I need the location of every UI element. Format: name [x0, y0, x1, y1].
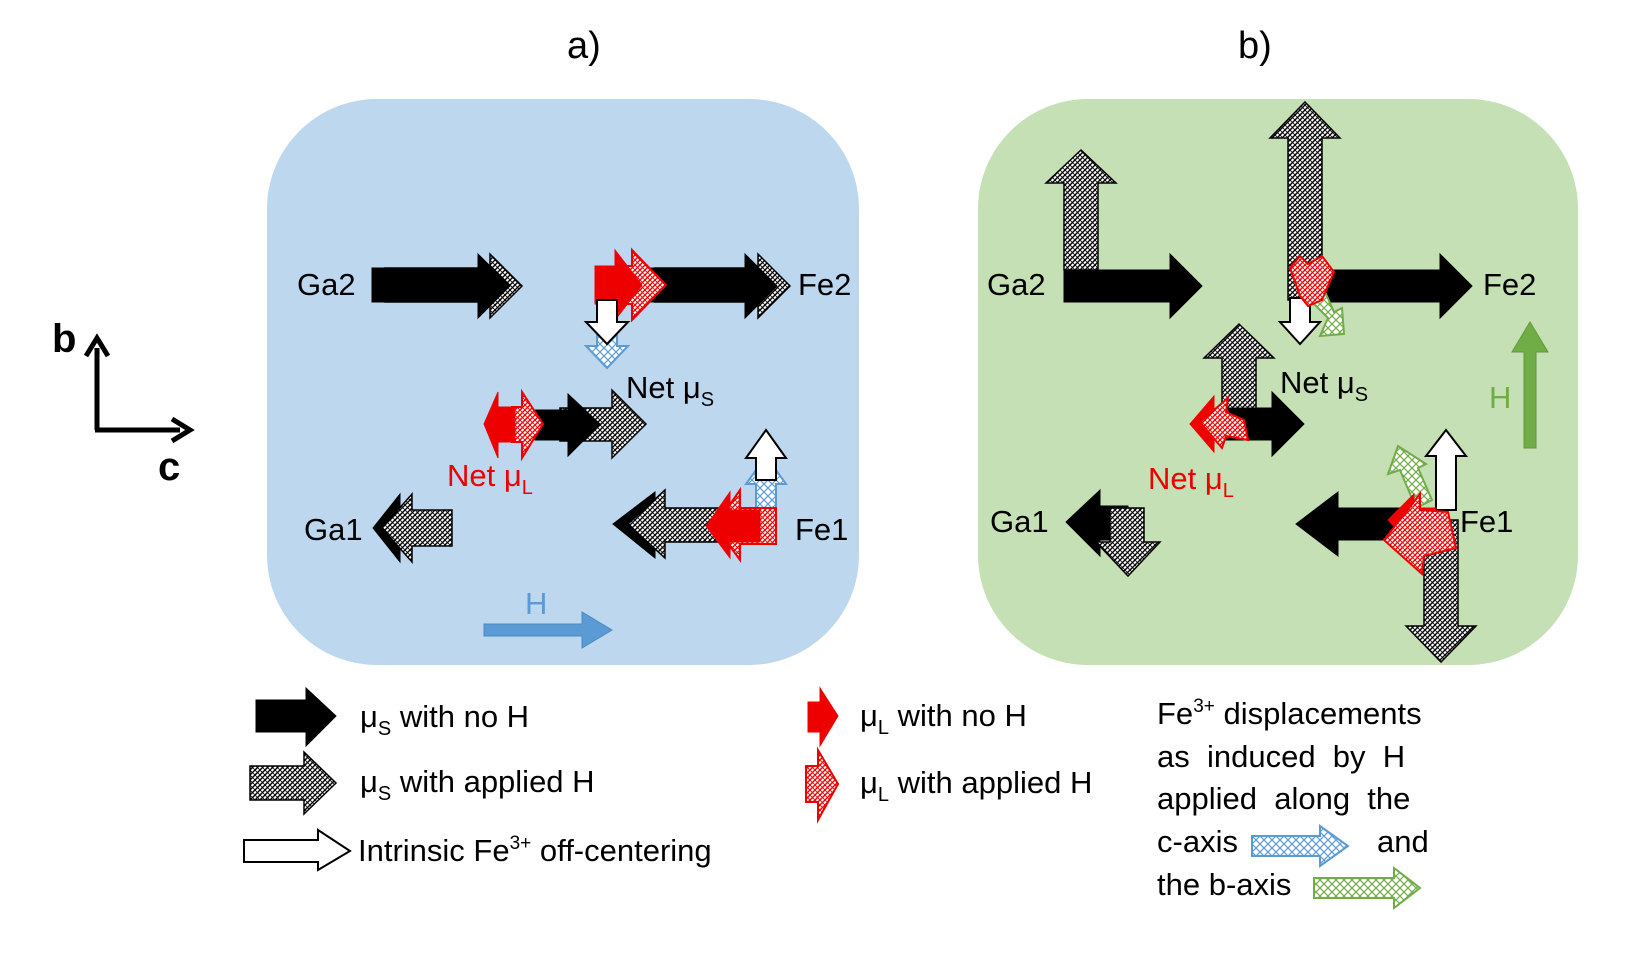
legend-b-axis-disp-arrow [1313, 865, 1422, 911]
legend-fe-disp-b-axis: the b-axis [1157, 867, 1291, 902]
legend-mu-s-1: μ [360, 699, 378, 734]
net-spin-applied-arrow-b [1202, 322, 1276, 413]
legend-orbital-no-h-label: μL with no H [860, 698, 1027, 739]
net-spin-arrow [534, 392, 601, 458]
field-a-arrow [483, 611, 613, 649]
net-mul-sub: L [522, 477, 533, 499]
legend-intrinsic-arrow [243, 828, 352, 872]
legend-mu-s-2: μ [360, 764, 378, 799]
legend-sub-s-2: S [378, 783, 391, 805]
fe2-label: Fe2 [798, 267, 851, 302]
fe1-intrinsic-offcenter-arrow-b [1423, 428, 1469, 511]
fe2-orbital-applied-arrow-b [1288, 254, 1336, 308]
fe2-intrinsic-offcenter-arrow [583, 299, 631, 346]
legend-sub-s-1: S [378, 718, 391, 740]
fe1-intrinsic-offcenter-arrow [744, 428, 788, 481]
ga1-spin-applied-arrow [380, 492, 453, 564]
legend-spin-h-text: with applied H [391, 764, 594, 799]
legend-spin-h-label: μS with applied H [360, 764, 595, 805]
ga2-label: Ga2 [297, 267, 356, 302]
ga1-label: Ga1 [304, 512, 363, 547]
net-mus-label-b: Net μS [1280, 365, 1368, 406]
net-mus-sub: S [701, 389, 714, 411]
fe1-spin-applied-arrow-b [1404, 519, 1478, 664]
axis-c-label: c [158, 445, 180, 489]
legend-orbital-h-arrow [805, 746, 840, 824]
ga1-spin-applied-arrow-b [1094, 507, 1162, 578]
legend: μS with no H μS with applied H Intrinsic… [243, 686, 1429, 911]
legend-spin-no-h-label: μS with no H [360, 699, 529, 740]
ga2-label-b: Ga2 [987, 267, 1046, 302]
legend-sub-l-2: L [878, 784, 889, 806]
fe2-spin-arrow [639, 252, 778, 320]
legend-fe-disp-line2: as induced by H [1157, 739, 1405, 774]
legend-orbital-h-text: with applied H [889, 765, 1092, 800]
net-mus-text-b: Net μ [1280, 365, 1355, 400]
legend-fe-disp-line3: applied along the [1157, 781, 1410, 816]
legend-fe-disp-and: and [1377, 824, 1429, 859]
net-mul-text-b: Net μ [1148, 461, 1223, 496]
legend-c-axis-disp-arrow [1251, 824, 1350, 868]
legend-intrinsic-sup: 3+ [510, 833, 532, 854]
panel-a-background [267, 99, 859, 665]
net-mus-text: Net μ [626, 370, 701, 405]
fe2-label-b: Fe2 [1483, 267, 1536, 302]
legend-fe-disp-c-axis: c-axis [1157, 824, 1238, 859]
net-mus-label: Net μS [626, 370, 714, 411]
legend-spin-no-h-text: with no H [391, 699, 529, 734]
net-mul-label-b: Net μL [1148, 461, 1234, 502]
legend-mu-l-1: μ [860, 698, 878, 733]
fe2-b-displacement-arrow-b [1308, 292, 1346, 338]
ga2-spin-arrow-b [1063, 252, 1203, 320]
field-b-arrow [1511, 321, 1549, 449]
panel-a: Ga2 Fe2 Net μS Net μL Ga1 Fe1 H [267, 99, 859, 665]
legend-intrinsic-pre: Intrinsic Fe [358, 833, 510, 868]
ga2-spin-arrow [371, 252, 511, 320]
net-orbital-applied-arrow-b [1198, 395, 1250, 451]
legend-orbital-no-h-arrow [807, 686, 839, 748]
legend-orbital-h-label: μL with applied H [860, 765, 1092, 806]
legend-spin-h-arrow [249, 750, 338, 816]
fe1-orbital-arrow [705, 490, 761, 560]
ga1-label-b: Ga1 [990, 504, 1049, 539]
ga2-spin-applied-arrow-b [1044, 148, 1118, 271]
fe2-spin-arrow-b [1309, 252, 1473, 320]
legend-fe-disp-pre: Fe [1157, 696, 1193, 731]
fe1-label: Fe1 [795, 512, 848, 547]
fe1-label-b: Fe1 [1460, 504, 1513, 539]
legend-sub-l-1: L [878, 717, 889, 739]
net-mul-sub-b: L [1223, 480, 1234, 502]
net-mul-text: Net μ [447, 458, 522, 493]
legend-orbital-no-h-text: with no H [889, 698, 1027, 733]
axes-indicator: b c [52, 317, 195, 489]
legend-spin-no-h-arrow [255, 686, 337, 748]
net-orbital-arrow [483, 391, 516, 459]
field-b-label: H [1489, 380, 1511, 415]
axis-b-label: b [52, 317, 76, 361]
legend-intrinsic-post: off-centering [531, 833, 711, 868]
fe1-orbital-applied-arrow-b [1382, 491, 1458, 577]
legend-fe-disp-sup: 3+ [1193, 696, 1215, 717]
legend-mu-l-2: μ [860, 765, 878, 800]
panel-b: Ga2 Fe2 Net μS Net μL Ga1 Fe1 H [978, 99, 1578, 665]
legend-fe-disp-post: displacements [1215, 696, 1422, 731]
field-a-label: H [525, 586, 547, 621]
legend-fe-disp-line1: Fe3+ displacements [1157, 696, 1422, 731]
panel-b-title: b) [1238, 25, 1272, 67]
net-mus-sub-b: S [1355, 384, 1368, 406]
legend-intrinsic-label: Intrinsic Fe3+ off-centering [358, 833, 712, 868]
panel-a-title: a) [567, 25, 601, 67]
net-mul-label: Net μL [447, 458, 533, 499]
